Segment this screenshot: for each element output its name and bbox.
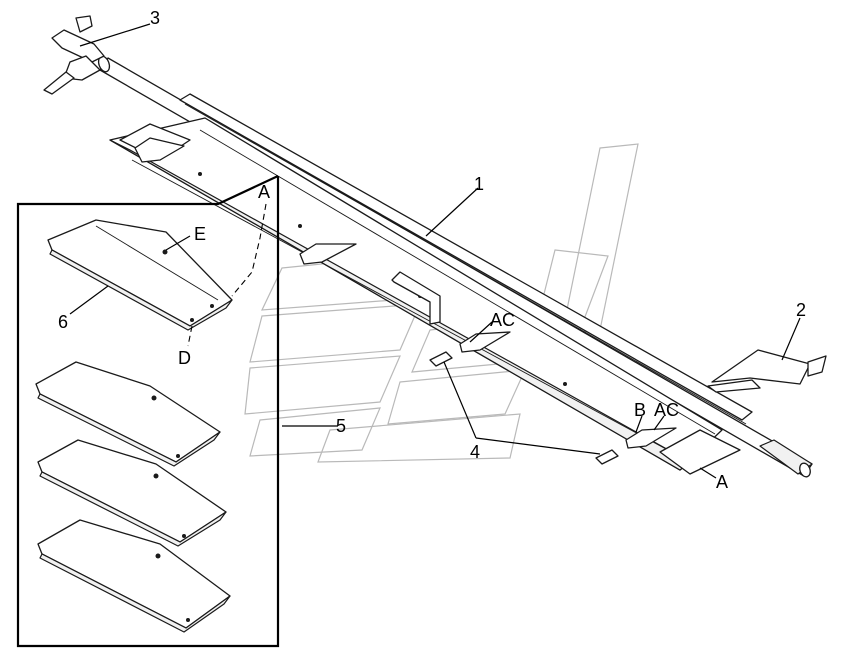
- leader-e: [165, 235, 191, 251]
- callout-4: 4: [470, 442, 480, 462]
- flat-bar: [179, 93, 753, 425]
- leader-4: [443, 361, 477, 439]
- leader-3: [79, 23, 151, 47]
- callout-2: 2: [796, 300, 806, 320]
- callout-a-right: A: [716, 472, 728, 492]
- callout-e: E: [194, 224, 206, 244]
- leader-lines: [69, 23, 801, 479]
- leader-2: [781, 317, 801, 361]
- bracket-part-3: [43, 15, 105, 95]
- callout-1: 1: [474, 174, 484, 194]
- leader-a-right: [699, 467, 717, 479]
- channel-rail-part-5: [109, 117, 741, 475]
- alignment-dash-d: [187, 325, 193, 347]
- leader-6: [69, 285, 109, 315]
- callout-d: D: [178, 348, 191, 368]
- bracket-part-2: [707, 349, 827, 393]
- leader-b: [635, 415, 643, 433]
- callout-6: 6: [58, 312, 68, 332]
- callout-b: B: [634, 400, 646, 420]
- callout-5: 5: [336, 416, 346, 436]
- deflector-plate-variant-1: [35, 361, 221, 467]
- latches: [134, 137, 677, 449]
- leader-ac-right: [653, 415, 665, 431]
- inset-frame: [16, 175, 280, 648]
- alignment-dash-a: [231, 203, 267, 297]
- pin-parts-4: [429, 351, 619, 465]
- deflector-plate-part-6: [47, 219, 233, 331]
- leader-4b: [475, 437, 601, 455]
- leader-1: [425, 187, 479, 237]
- leader-ac-mid: [469, 321, 493, 343]
- deflector-plate-variant-2: [37, 439, 227, 547]
- callout-ac-right: AC: [654, 400, 679, 420]
- callout-ac-mid: AC: [490, 310, 515, 330]
- deflector-plate-variant-3: [37, 519, 231, 633]
- callouts: 1 2 3 4 5 6 AC B AC A A D E: [58, 8, 806, 492]
- callout-3: 3: [150, 8, 160, 28]
- callout-a-inset: A: [258, 182, 270, 202]
